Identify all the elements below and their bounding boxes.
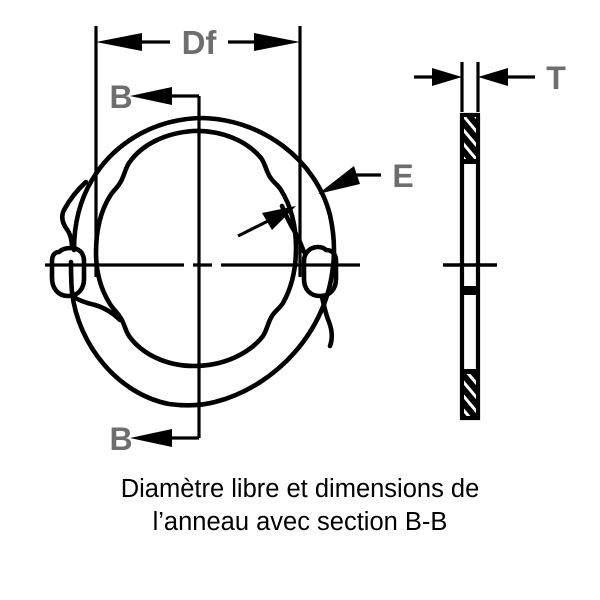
df-arrowhead-right [254,33,300,51]
e-arrowhead-inner [262,206,296,230]
ring-inner-profile [93,128,299,369]
label-e: E [392,158,413,194]
t-arrowhead-right [478,68,508,86]
figure-caption: Diamètre libre et dimensions de l’anneau… [0,473,600,539]
section-bottom-arrowhead [130,429,172,447]
section-break-upper [464,159,476,164]
section-break-lower [464,286,476,295]
caption-line-1: Diamètre libre et dimensions de [120,475,480,503]
section-view-group [414,62,535,421]
e-arrowhead-outer [318,166,360,194]
label-t: T [546,60,566,96]
ring-lug-left [49,245,87,299]
t-arrowhead-left [432,68,462,86]
section-hatch-top [464,117,476,159]
e-callout-group [237,166,381,238]
label-group: Df B B E T [109,24,566,457]
label-b-top: B [109,79,132,115]
section-bb-marks [130,87,201,447]
df-arrowhead-left [96,33,142,51]
ring-lug-left-stem-lower [69,293,123,323]
section-hatch-bottom [464,374,476,416]
section-break-bottom [464,369,476,374]
ring-lug-right-stem-lower [319,294,335,349]
front-view-group [45,26,381,447]
section-top-arrowhead [130,87,172,105]
label-df: Df [182,24,218,61]
caption-line-2: l’anneau avec section B-B [152,508,448,536]
t-dimension [414,62,535,112]
label-b-bottom: B [109,421,132,457]
e-leader-line-inner [237,217,273,238]
ring-lug-left-stem-upper [59,179,89,251]
ring-lug-right [301,244,339,299]
